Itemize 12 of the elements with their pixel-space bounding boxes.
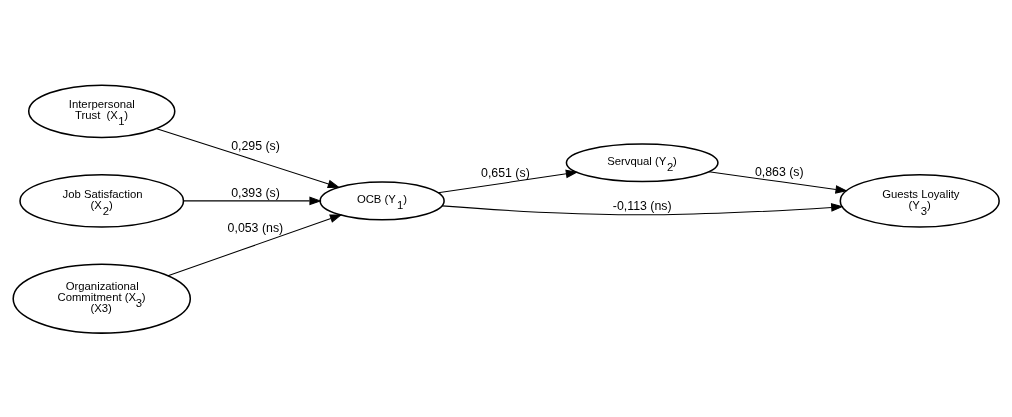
arrow (708, 170, 848, 194)
edge-label: 0,295 (s) (231, 138, 280, 153)
arrow (437, 169, 579, 193)
edge-label: 0,053 (ns) (227, 220, 284, 235)
arrow (167, 214, 343, 276)
arrow (182, 196, 322, 205)
edge-label: 0,393 (s) (231, 185, 280, 200)
edge-label: 0,651 (s) (481, 165, 530, 180)
edge-label: 0,863 (s) (754, 164, 804, 179)
arrow (441, 202, 844, 215)
edge-label: -0,113 (ns) (612, 198, 672, 213)
arrow (156, 127, 341, 188)
